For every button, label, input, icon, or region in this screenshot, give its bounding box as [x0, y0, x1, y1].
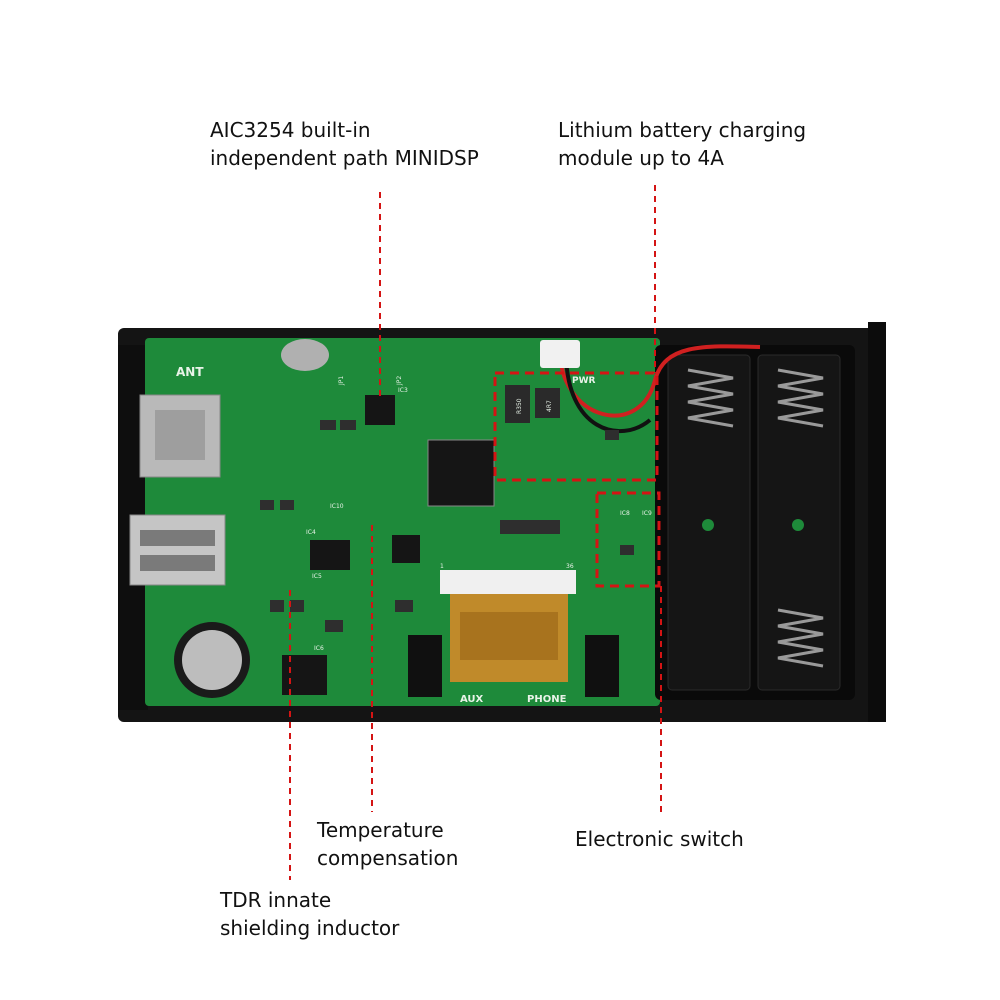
black-wire — [564, 351, 652, 434]
battery-springs — [687, 368, 824, 668]
ic3-label: IC3 — [398, 387, 408, 394]
ic8-label: IC8 — [620, 510, 630, 517]
ant-label: ANT — [176, 365, 204, 379]
microphone — [281, 339, 329, 371]
ic10-label: IC10 — [330, 503, 344, 510]
temperature-callout: Temperature compensation — [317, 816, 458, 872]
aux-label: AUX — [460, 694, 484, 705]
usb-a-port — [129, 514, 226, 586]
lithium-callout: Lithium battery charging module up to 4A — [558, 116, 806, 172]
ic5-label: IC5 — [312, 573, 322, 580]
phone-jack — [585, 635, 619, 697]
jst-connector — [540, 340, 580, 368]
lithium-line2: module up to 4A — [558, 146, 724, 170]
tdr-line2: shielding inductor — [220, 916, 400, 940]
passive-components — [260, 420, 634, 632]
inductor — [505, 385, 530, 423]
ic4-label: IC4 — [306, 529, 316, 536]
electronic-switch-box — [595, 491, 661, 588]
aic3254-line2: independent path MINIDSP — [210, 146, 479, 170]
pwr-label: PWR — [572, 376, 596, 386]
inductor2-label: R350 — [516, 398, 523, 414]
charging-module-box — [493, 371, 659, 482]
jp2-label: JP2 — [396, 376, 403, 386]
electronic-switch-callout: Electronic switch — [575, 825, 744, 853]
flex-connector — [440, 570, 576, 594]
ic9-label: IC9 — [642, 510, 652, 517]
lithium-line1: Lithium battery charging — [558, 118, 807, 142]
pin1-label: 1 — [440, 563, 444, 570]
coin-cell — [182, 630, 242, 690]
tdr-line1: TDR innate — [220, 888, 332, 912]
tdr-callout: TDR innate shielding inductor — [220, 886, 399, 942]
phone-label: PHONE — [527, 694, 567, 705]
temperature-line2: compensation — [317, 846, 459, 870]
aic3254-line1: AIC3254 built-in — [210, 118, 371, 142]
electronic-switch-line1: Electronic switch — [575, 827, 744, 851]
pin36-label: 36 — [566, 563, 574, 570]
temperature-line1: Temperature — [317, 818, 444, 842]
jp1-label: JP1 — [338, 376, 345, 386]
aic3254-callout: AIC3254 built-in independent path MINIDS… — [210, 116, 479, 172]
main-dsp-chip — [427, 439, 495, 507]
aux-jack — [408, 635, 442, 697]
inductor1-label: 4R7 — [546, 400, 553, 412]
ic6-label: IC6 — [314, 645, 324, 652]
